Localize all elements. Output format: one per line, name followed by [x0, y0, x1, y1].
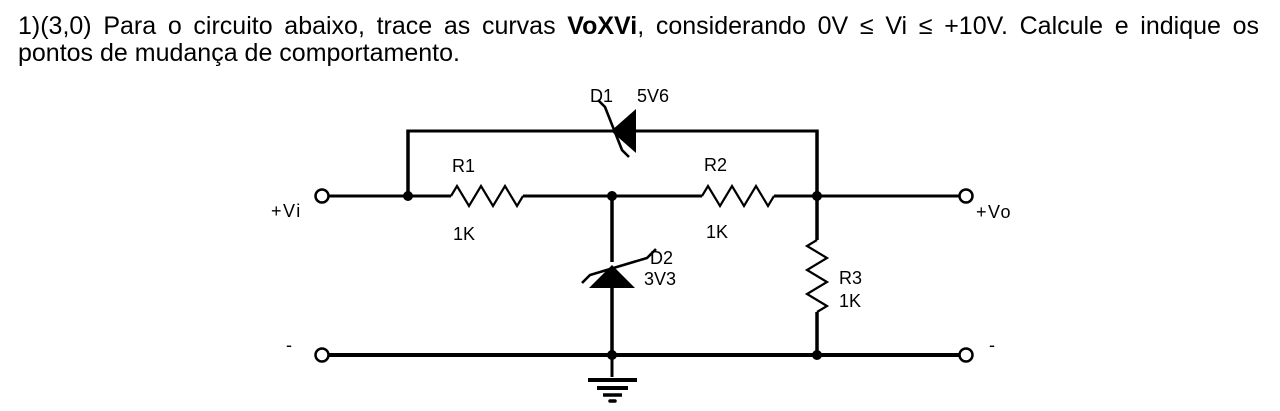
r2-label: R2 [704, 155, 727, 175]
junction-dot-center-node [607, 191, 617, 201]
question-emphasis-voxvi: VoXVi [567, 12, 638, 40]
bottom-left-terminal-circle [314, 347, 330, 363]
neg-right-label: - [989, 335, 995, 355]
zener-d2-cathode-bar [581, 248, 657, 284]
resistor-r1-zigzag [450, 183, 524, 209]
zener-d2-triangle [589, 265, 635, 288]
output-terminal-circle [958, 188, 974, 204]
question-line-1: 1)(3,0) Para o circuito abaixo, trace as… [18, 13, 1259, 40]
d2-value-label: 3V3 [644, 269, 676, 289]
zener-d1-cathode-bar [597, 99, 630, 158]
r2-value-label: 1K [706, 222, 728, 242]
neg-left-label: - [286, 335, 292, 355]
output-terminal-label: +Vo [976, 202, 1012, 222]
r3-value-label: 1K [839, 291, 861, 311]
question-line1-post: , considerando 0V ≤ Vi ≤ +10V. Calcule e… [637, 12, 1260, 40]
resistor-r2-zigzag [701, 183, 775, 209]
d1-value-label: 5V6 [637, 86, 669, 106]
junction-dot-output-node [812, 191, 822, 201]
r1-label: R1 [452, 156, 475, 176]
junction-dot-input-node [403, 191, 413, 201]
bottom-right-terminal-circle [958, 347, 974, 363]
junction-dot-r3-bottom-node [812, 350, 822, 360]
input-terminal-circle [314, 188, 330, 204]
r3-label: R3 [839, 268, 862, 288]
d1-label: D1 [590, 86, 613, 106]
r1-value-label: 1K [453, 224, 475, 244]
d2-label: D2 [650, 248, 673, 268]
question-line-2: pontos de mudança de comportamento. [18, 39, 460, 67]
zener-d1-triangle [611, 109, 636, 153]
input-terminal-label: +Vi [271, 201, 302, 221]
ground-symbol [588, 355, 637, 403]
resistor-r3-zigzag [804, 239, 830, 313]
question-line1-pre: 1)(3,0) Para o circuito abaixo, trace as… [18, 12, 568, 40]
question-text: 1)(3,0) Para o circuito abaixo, trace as… [18, 13, 1259, 67]
